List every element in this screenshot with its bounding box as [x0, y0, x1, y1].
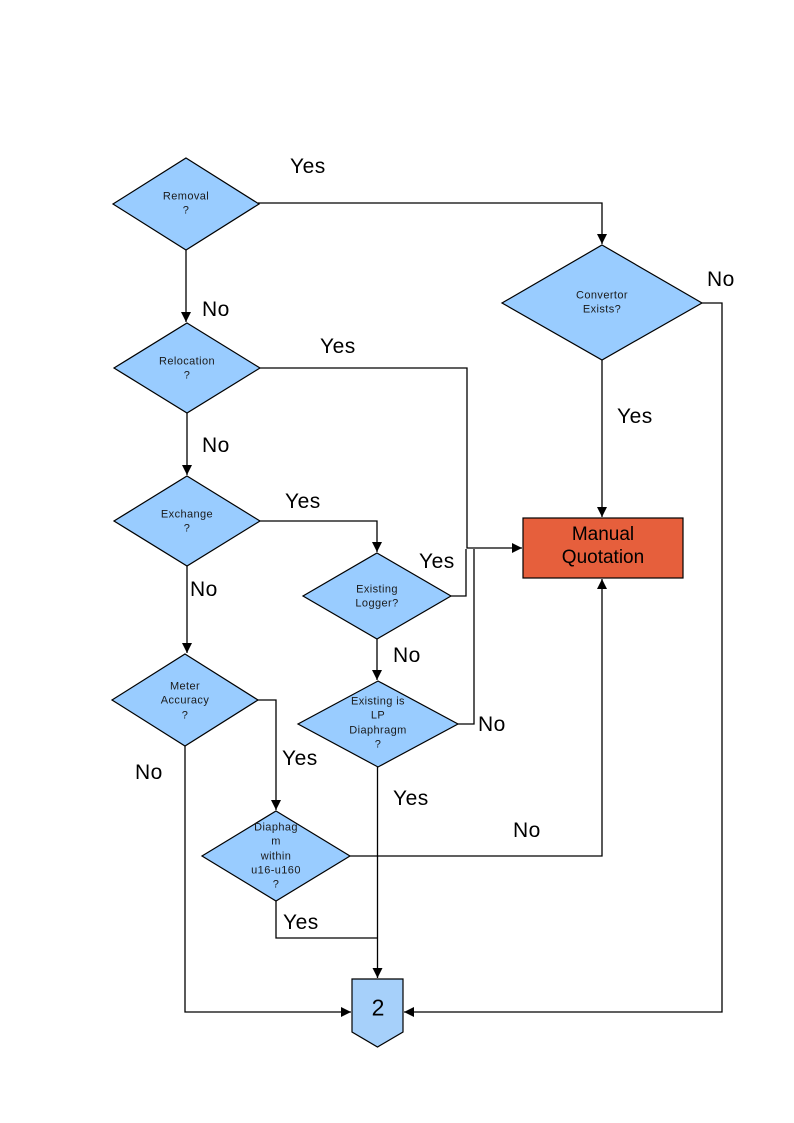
label-exchange: Exchange ?: [160, 508, 214, 535]
label-diaphragm-range: Diaphag m within u16-u160 ?: [251, 821, 301, 891]
edge-removal-yes: [258, 202, 607, 244]
edge-exchange-yes: [260, 520, 382, 552]
label-meter-accuracy: Meter Accuracy ?: [160, 680, 210, 722]
edge-diaphragm-no: [350, 579, 607, 857]
label-existing-lp: Existing is LP Diaphragm ?: [349, 695, 407, 751]
edge-label-logger-no: No: [393, 644, 421, 667]
edge-label-removal-yes: Yes: [290, 155, 326, 178]
label-convertor: Convertor Exists?: [576, 289, 628, 316]
edge-label-convertor-yes: Yes: [617, 405, 653, 428]
label-removal: Removal ?: [162, 190, 210, 217]
edge-label-diaphragm-no: No: [513, 819, 541, 842]
decision-existing-lp: [296, 680, 460, 768]
label-existing-logger: Existing Logger?: [355, 583, 399, 610]
decision-exchange: [112, 475, 262, 567]
offpage-connector-2: [351, 978, 404, 1048]
label-relocation: Relocation ?: [159, 355, 215, 382]
decision-existing-logger: [301, 552, 453, 640]
process-manual-quotation: [522, 517, 684, 579]
edge-meter-yes: [258, 699, 281, 810]
edge-relocation-yes: [260, 367, 522, 553]
edge-label-exchange-yes: Yes: [285, 490, 321, 513]
edge-label-lp-no: No: [478, 713, 506, 736]
edge-lp-no: [458, 549, 475, 725]
edge-label-exchange-no: No: [190, 578, 218, 601]
edge-meter-no: [184, 746, 351, 1017]
edge-label-meter-no: No: [135, 761, 163, 784]
edge-convertor-no: [404, 302, 723, 1017]
label-manual-quotation: Manual Quotation: [561, 524, 645, 568]
edge-diaphragm-yes: [275, 901, 377, 939]
edge-label-diaphragm-yes: Yes: [283, 911, 319, 934]
decision-removal: [111, 157, 261, 251]
decision-convertor: [500, 244, 704, 361]
edge-label-convertor-no: No: [707, 268, 735, 291]
edge-label-removal-no: No: [202, 298, 230, 321]
label-connector-2: 2: [371, 994, 385, 1021]
decision-meter-accuracy: [110, 653, 260, 747]
edge-label-logger-yes: Yes: [419, 550, 455, 573]
decision-relocation: [112, 322, 262, 414]
edge-label-meter-yes: Yes: [282, 747, 318, 770]
decision-diaphragm-range: [200, 810, 352, 902]
edge-logger-yes: [451, 549, 467, 597]
edge-label-lp-yes: Yes: [393, 787, 429, 810]
edge-label-relocation-yes: Yes: [320, 335, 356, 358]
edge-label-relocation-no: No: [202, 434, 230, 457]
